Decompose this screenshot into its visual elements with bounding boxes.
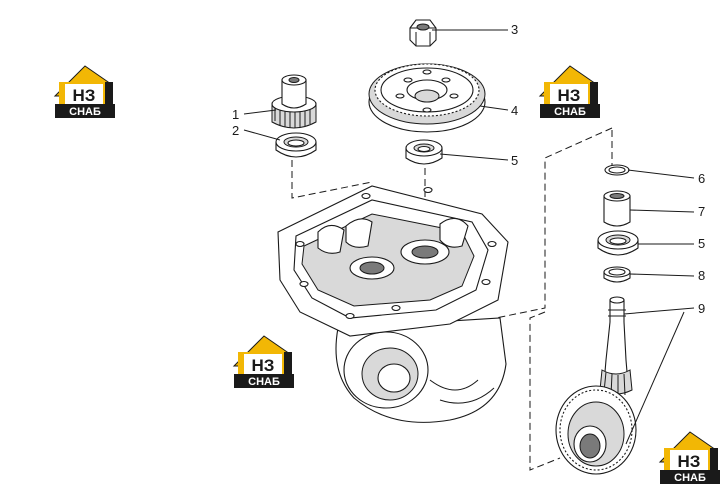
callout-5-lower: 5 xyxy=(698,236,705,251)
callout-9: 9 xyxy=(698,301,705,316)
bearing-part-5-lower xyxy=(597,230,639,256)
svg-text:СНАБ: СНАБ xyxy=(674,472,706,484)
callout-4: 4 xyxy=(511,103,518,118)
callout-2: 2 xyxy=(232,123,239,138)
callout-1: 1 xyxy=(232,107,239,122)
svg-text:НЗ: НЗ xyxy=(558,86,581,105)
callout-5-upper: 5 xyxy=(511,153,518,168)
leader-lines xyxy=(243,29,695,445)
spacer-part-7 xyxy=(603,190,631,227)
svg-text:НЗ: НЗ xyxy=(252,356,275,375)
svg-text:НЗ: НЗ xyxy=(678,452,701,471)
axle-housing xyxy=(277,185,509,423)
callout-8: 8 xyxy=(698,268,705,283)
svg-text:СНАБ: СНАБ xyxy=(69,106,101,118)
callout-3: 3 xyxy=(511,22,518,37)
watermark-logo-bottom-right: НЗ СНАБ xyxy=(659,431,721,485)
bearing-part-5-upper xyxy=(405,139,443,165)
ring-part-8 xyxy=(603,266,631,283)
nut-part-3 xyxy=(409,19,437,47)
pinion-gear-part-1 xyxy=(271,74,317,129)
callouts: 1 2 3 4 5 6 7 5 8 9 xyxy=(232,22,705,316)
svg-text:НЗ: НЗ xyxy=(73,86,96,105)
svg-text:СНАБ: СНАБ xyxy=(554,106,586,118)
pinion-shaft-crown-gear-part-9 xyxy=(555,296,637,475)
callout-6: 6 xyxy=(698,171,705,186)
watermark-logo-top-left: НЗ СНАБ xyxy=(54,65,116,119)
watermark-logo-top-right: НЗ СНАБ xyxy=(539,65,601,119)
callout-7: 7 xyxy=(698,204,705,219)
bearing-part-2 xyxy=(275,132,317,158)
ring-part-6 xyxy=(604,164,630,176)
spur-gear-part-4 xyxy=(368,63,486,133)
watermark-logo-middle: НЗ СНАБ xyxy=(233,335,295,389)
svg-text:СНАБ: СНАБ xyxy=(248,376,280,388)
